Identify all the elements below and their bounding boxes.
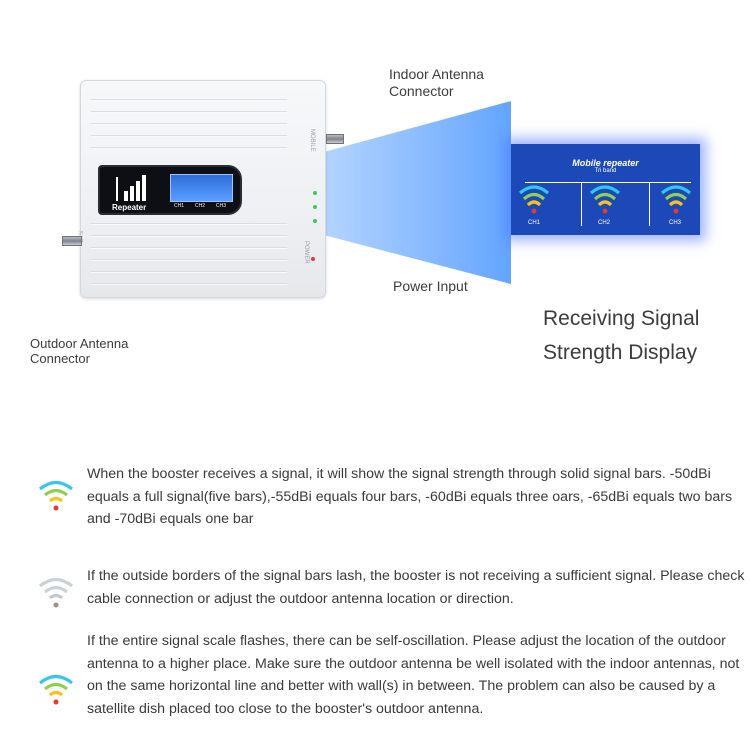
ch2-signal-icon	[589, 185, 621, 214]
device-display: Repeater CH1 CH2 CH3	[98, 165, 242, 215]
info-text-3: If the entire signal scale flashes, ther…	[87, 633, 740, 717]
status-led-green	[313, 205, 317, 209]
device-fin	[91, 111, 287, 113]
info-text-2: If the outside borders of the signal bar…	[87, 568, 745, 607]
power-input-label: Power Input	[393, 278, 468, 294]
device-fin	[91, 123, 287, 125]
indoor-antenna-label: Indoor Antenna Connector	[389, 66, 484, 99]
panel-ch2: CH2	[598, 220, 611, 226]
info-text-1: When the booster receives a signal, it w…	[87, 466, 733, 527]
panel-divider	[581, 182, 582, 226]
device-fin	[91, 147, 287, 149]
status-led-green	[313, 191, 317, 195]
display-screen	[170, 174, 233, 202]
display-heading: Receiving Signal Strength Display	[543, 307, 700, 364]
outdoor-antenna-connector	[62, 236, 82, 246]
device-fin	[91, 271, 287, 273]
device-fin	[91, 99, 287, 101]
device-fin	[91, 283, 287, 285]
device-fin	[91, 235, 287, 237]
signal-strength-color-icon	[38, 480, 74, 511]
signal-bars-icon	[114, 173, 154, 201]
panel-ch1: CH1	[528, 220, 541, 226]
panel-title: Mobile repeater	[572, 158, 639, 168]
device-fin	[91, 135, 287, 137]
display-ch1: CH1	[174, 203, 185, 209]
device-fin	[91, 247, 287, 249]
display-ch3: CH3	[216, 203, 227, 209]
ch3-signal-icon	[660, 185, 692, 214]
device-fin	[91, 259, 287, 261]
ch1-signal-icon	[518, 185, 550, 214]
power-led-red	[311, 257, 315, 261]
panel-ch3: CH3	[669, 220, 682, 226]
panel-divider	[649, 182, 650, 226]
display-repeater-label: Repeater	[112, 203, 147, 212]
device-fin	[91, 223, 287, 225]
indoor-antenna-connector	[326, 134, 344, 144]
status-led-green	[313, 219, 317, 223]
signal-strength-gray-icon	[38, 577, 74, 608]
side-label-power: POWER	[303, 241, 309, 264]
display-ch2: CH2	[195, 203, 206, 209]
side-label-mobile: MOBILE	[309, 129, 315, 152]
repeater-display-panel: Mobile repeater Tri band CH1 CH2 CH3	[511, 144, 700, 235]
outdoor-antenna-label: Outdoor Antenna Connector	[30, 336, 129, 366]
panel-divider	[525, 182, 691, 183]
signal-strength-color-icon	[38, 674, 74, 705]
panel-subtitle: Tri band	[594, 168, 617, 174]
